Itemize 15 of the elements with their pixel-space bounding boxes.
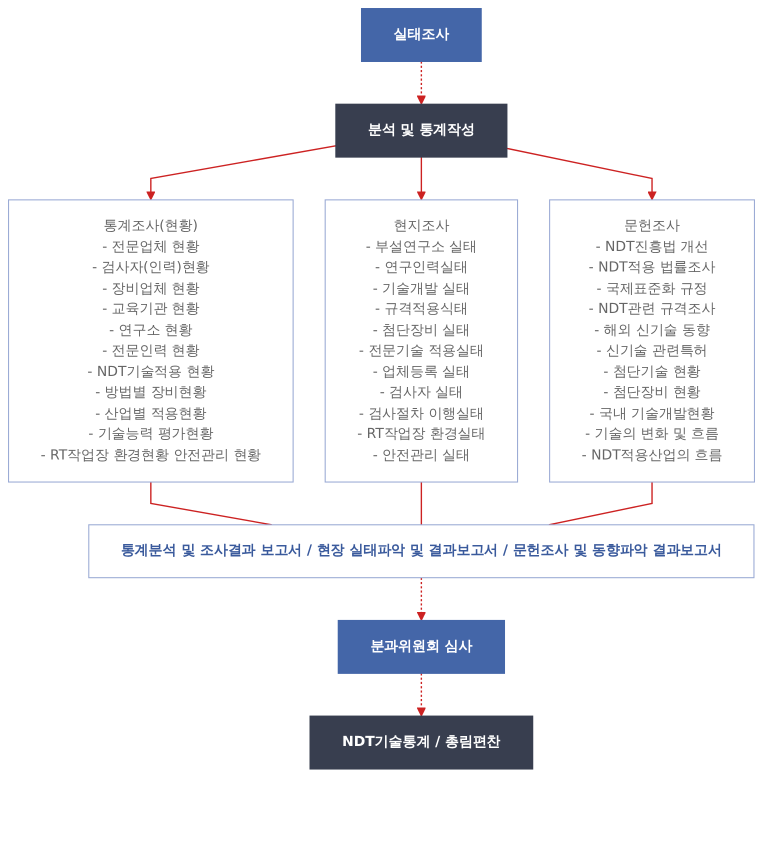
node-box: 분과위원회 심사: [338, 620, 506, 674]
node-box: 분석 및 통계작성: [335, 104, 508, 158]
connector: [420, 482, 422, 525]
arrow: [416, 61, 426, 105]
arrow: [416, 578, 426, 621]
arrow: [506, 148, 657, 200]
arrow: [146, 145, 336, 200]
arrow: [416, 157, 426, 200]
node-box: 통계분석 및 조사결과 보고서 / 현장 실태파악 및 결과보고서 / 문헌조사 및 동향파악 결과보고서: [88, 524, 754, 578]
node-box: 문헌조사 - NDT진흥법 개선 - NDT적용 법률조사 - 국제표준화 규정 - NDT관련 규격조사 - 해외 신기술 동향 - 신기술 관련특허 - 첨단기술 현황 - 첨단장비 현황 - 국내 기술개발현황 - 기술의 변화 및 흐름 - NDT적용산업의 흐름: [549, 199, 755, 483]
node-box: 실태조사: [360, 8, 482, 62]
arrow: [416, 673, 426, 717]
node-box: 현지조사 - 부설연구소 실태 - 연구인력실태 - 기술개발 실태 - 규격적용식태 - 첨단장비 실태 - 전문기술 적용실태 - 업체등록 실태 - 검사자 실태 - 검사절차 이행실태 - RT작업장 환경실태 - 안전관리 실태: [324, 199, 518, 483]
node-box: 통계조사(현황) - 전문업체 현황 - 검사자(인력)현황 - 장비업체 현황 - 교육기관 현황 - 연구소 현황 - 전문인력 현황 - NDT기술적용 현황 - 방법별 장비현황 - 산업별 적용현황 - 기술능력 평가현황 - RT작업장 환경현황 안전관리 현황: [8, 199, 294, 483]
node-box: NDT기술통계 / 총림편찬: [310, 716, 534, 770]
